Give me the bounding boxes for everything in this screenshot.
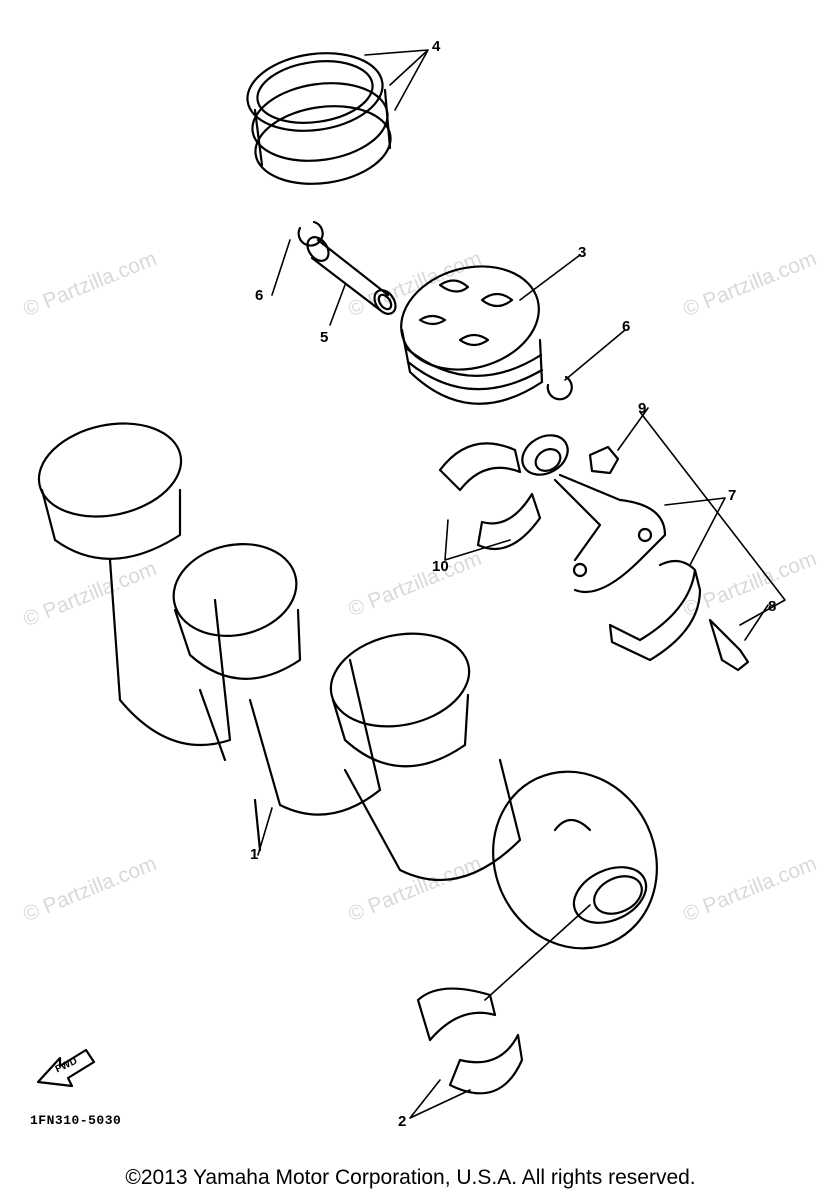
- callout-2: 2: [398, 1113, 407, 1130]
- fwd-arrow-icon: [36, 1048, 96, 1088]
- conrod-nut: [588, 445, 620, 475]
- rod-bolt: [708, 618, 750, 672]
- rod-cap: [608, 559, 702, 662]
- crank-bearings: [416, 987, 524, 1095]
- callout-4: 4: [432, 38, 441, 55]
- callout-9: 9: [638, 400, 647, 417]
- callout-6-lower: 6: [622, 318, 631, 335]
- callout-5: 5: [320, 329, 329, 346]
- pin-clip: [297, 220, 324, 247]
- piston-ring-set: [246, 52, 392, 185]
- callout-8: 8: [768, 598, 777, 615]
- callout-7: 7: [728, 487, 737, 504]
- diagram-code: 1FN310-5030: [30, 1113, 122, 1128]
- callout-1: 1: [250, 846, 259, 863]
- callout-6-upper: 6: [255, 287, 264, 304]
- piston-pin: [306, 236, 397, 315]
- callout-10: 10: [432, 558, 449, 575]
- copyright-notice: ©2013 Yamaha Motor Corporation, U.S.A. A…: [125, 1166, 696, 1189]
- connecting-rod: [521, 434, 667, 594]
- conrod-bearings: [438, 442, 542, 550]
- callout-3: 3: [578, 244, 587, 261]
- pin-clip: [546, 375, 573, 401]
- crankshaft-assembly: [37, 422, 658, 950]
- leader-lines: [257, 49, 786, 1119]
- piston: [400, 265, 544, 405]
